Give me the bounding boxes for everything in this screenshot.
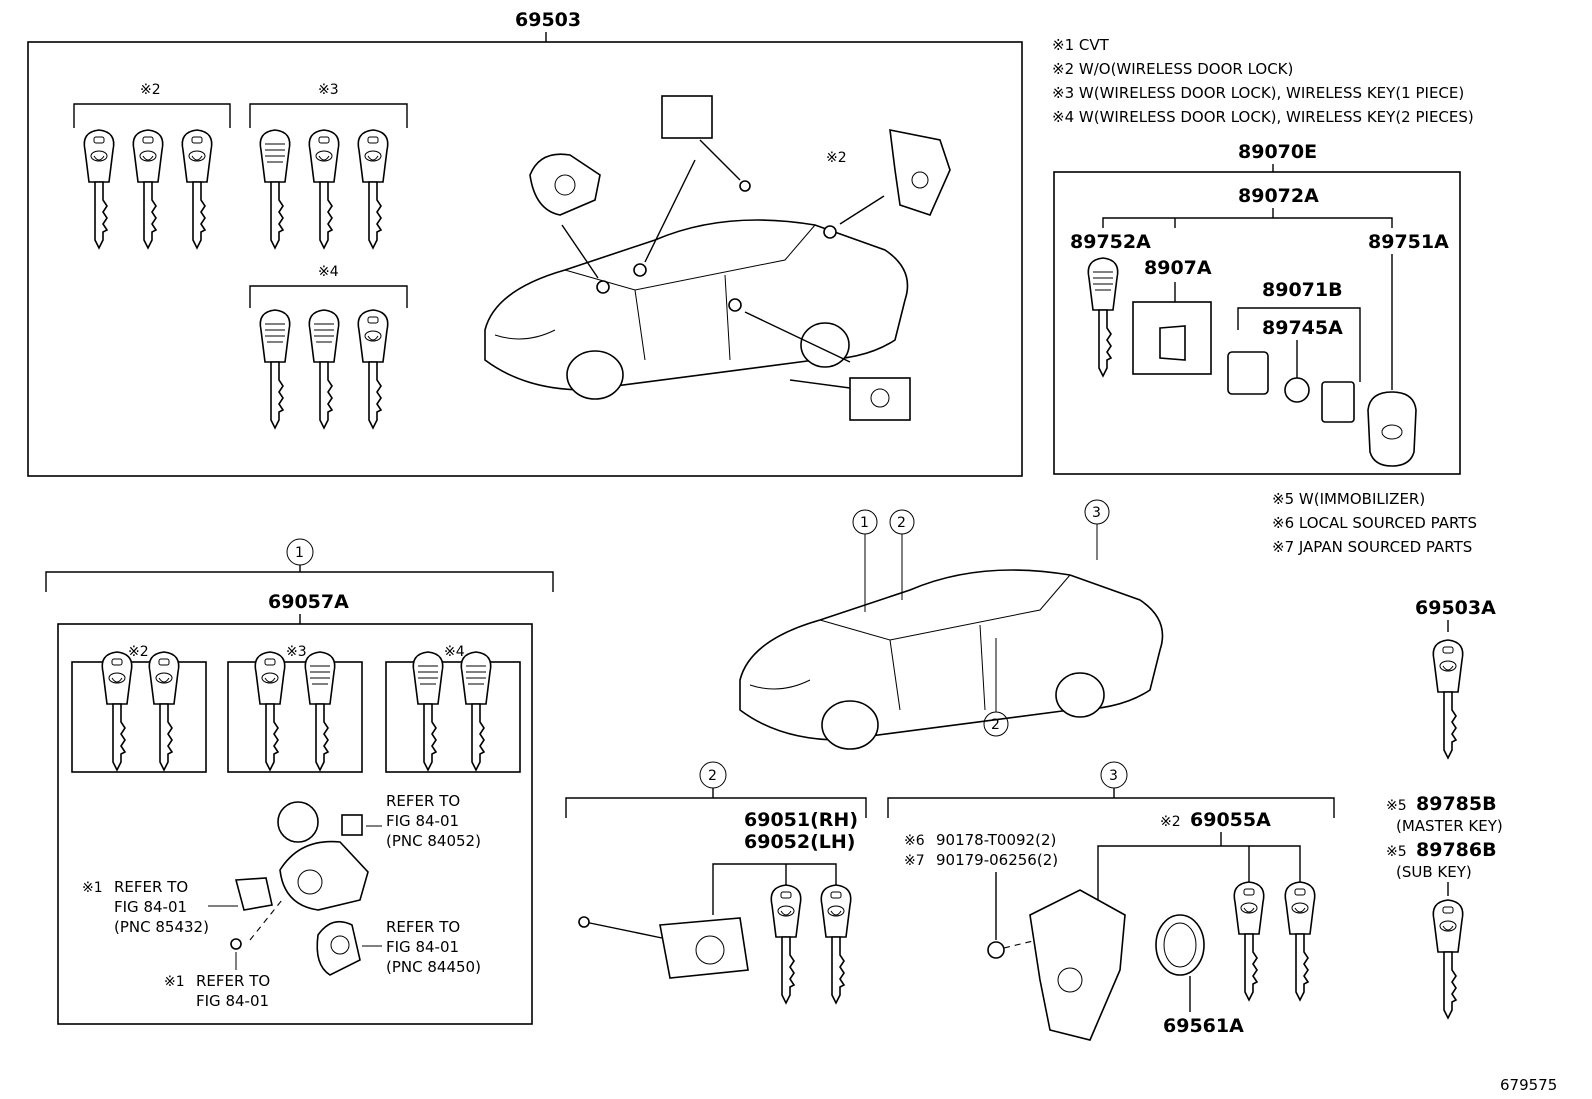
part-89070E-label: 89070E xyxy=(1238,141,1317,163)
trunk-lock-icon xyxy=(889,128,951,216)
refer2-line1: REFER TO xyxy=(114,878,188,896)
door-lock-cylinder-icon xyxy=(578,916,749,979)
part-89751A-label: 89751A xyxy=(1368,231,1449,253)
nut-icon xyxy=(987,941,1005,959)
key-icon xyxy=(1233,881,1316,1001)
sub-key-icon xyxy=(1432,899,1464,1019)
location-circle-2: 2 xyxy=(897,515,906,531)
key-icon xyxy=(83,129,213,249)
remote-key-icon xyxy=(259,129,389,249)
key-icon xyxy=(770,884,852,1004)
mark-4-top: ※4 xyxy=(318,264,339,280)
refer1-line2: FIG 84-01 xyxy=(386,812,459,830)
refer3-line1: REFER TO xyxy=(386,918,460,936)
note-5: ※5 W(IMMOBILIZER) xyxy=(1272,490,1425,508)
remote-key-icon xyxy=(412,651,492,771)
part-69503-label: 69503 xyxy=(515,9,581,31)
mark-4-ign: ※4 xyxy=(444,644,465,660)
refer4-mark: ※1 xyxy=(164,974,185,990)
nut2-part: 90179-06256(2) xyxy=(936,851,1058,869)
car-illustration xyxy=(484,219,909,400)
refer4-line2: FIG 84-01 xyxy=(196,992,269,1010)
location-circle-2b: 2 xyxy=(991,717,1000,733)
nut1-mark: ※6 xyxy=(904,833,925,849)
note-1: ※1 CVT xyxy=(1052,36,1110,54)
part-8907A-label: 8907A xyxy=(1144,257,1212,279)
part-89745A-label: 89745A xyxy=(1262,317,1343,339)
sub-key-desc: (SUB KEY) xyxy=(1396,863,1472,881)
master-key-mark: ※5 xyxy=(1386,798,1407,814)
refer3-line3: (PNC 84450) xyxy=(386,958,481,976)
nut1-part: 90178-T0092(2) xyxy=(936,831,1056,849)
nut2-mark: ※7 xyxy=(904,853,925,869)
part-89072A-label: 89072A xyxy=(1238,185,1319,207)
note-2: ※2 W/O(WIRELESS DOOR LOCK) xyxy=(1052,60,1293,78)
refer2-line2: FIG 84-01 xyxy=(114,898,187,916)
part-69052-label: 69052(LH) xyxy=(744,831,855,853)
car-location-illustration xyxy=(739,569,1164,750)
refer3-line2: FIG 84-01 xyxy=(386,938,459,956)
part-89071B-label: 89071B xyxy=(1262,279,1343,301)
location-circle-1: 1 xyxy=(860,515,869,531)
remote-key-icon xyxy=(259,309,389,429)
group-89070E-box xyxy=(1053,171,1461,475)
part-69051-label: 69051(RH) xyxy=(744,809,858,831)
refer2-mark: ※1 xyxy=(82,880,103,896)
master-key-icon xyxy=(1432,639,1464,759)
battery-icon xyxy=(1284,377,1310,403)
note-4: ※4 W(WIRELESS DOOR LOCK), WIRELESS KEY(2… xyxy=(1052,108,1474,126)
remote-fob-icon xyxy=(1367,391,1417,467)
part-89785B-label: 89785B xyxy=(1416,793,1497,815)
remote-key-icon xyxy=(1087,257,1119,377)
part-69561A-label: 69561A xyxy=(1163,1015,1244,1037)
key-icon xyxy=(101,651,180,771)
refer1-line3: (PNC 84052) xyxy=(386,832,481,850)
group-69503-box xyxy=(27,41,1023,477)
mark-2-lock: ※2 xyxy=(826,150,847,166)
refer1-line1: REFER TO xyxy=(386,792,460,810)
mark-2-ign: ※2 xyxy=(128,644,149,660)
part-69055A-label: 69055A xyxy=(1190,809,1271,831)
note-7: ※7 JAPAN SOURCED PARTS xyxy=(1272,538,1472,556)
refer4-line1: REFER TO xyxy=(196,972,270,990)
door-lock-icon xyxy=(789,377,911,421)
ignition-switch-icon xyxy=(529,153,601,216)
figure-id: 679575 xyxy=(1500,1076,1557,1094)
part-89786B-label: 89786B xyxy=(1416,839,1497,861)
transmitter-case-icon xyxy=(1227,351,1355,423)
master-key-desc: (MASTER KEY) xyxy=(1396,817,1503,835)
note-6: ※6 LOCAL SOURCED PARTS xyxy=(1272,514,1477,532)
refer2-line3: (PNC 85432) xyxy=(114,918,209,936)
mark-2-trunk: ※2 xyxy=(1160,814,1181,830)
sub-key-mark: ※5 xyxy=(1386,844,1407,860)
group-circle-3: 3 xyxy=(1109,768,1118,784)
mark-3-ign: ※3 xyxy=(286,644,307,660)
location-circle-3: 3 xyxy=(1092,505,1101,521)
mark-2-top: ※2 xyxy=(140,82,161,98)
mark-3-top: ※3 xyxy=(318,82,339,98)
cylinder-cap-icon xyxy=(1155,914,1205,976)
ignition-cylinder-icon xyxy=(230,801,369,976)
trunk-lock-assembly-icon xyxy=(1029,889,1126,1041)
part-69057A-label: 69057A xyxy=(268,591,349,613)
group-circle-1: 1 xyxy=(295,545,304,561)
part-89752A-label: 89752A xyxy=(1070,231,1151,253)
group-69057A-box xyxy=(57,623,533,1025)
steering-lock-icon xyxy=(661,95,751,192)
remote-key-icon xyxy=(254,651,336,771)
note-3: ※3 W(WIRELESS DOOR LOCK), WIRELESS KEY(1… xyxy=(1052,84,1464,102)
group-circle-2: 2 xyxy=(708,768,717,784)
part-69503A-label: 69503A xyxy=(1415,597,1496,619)
